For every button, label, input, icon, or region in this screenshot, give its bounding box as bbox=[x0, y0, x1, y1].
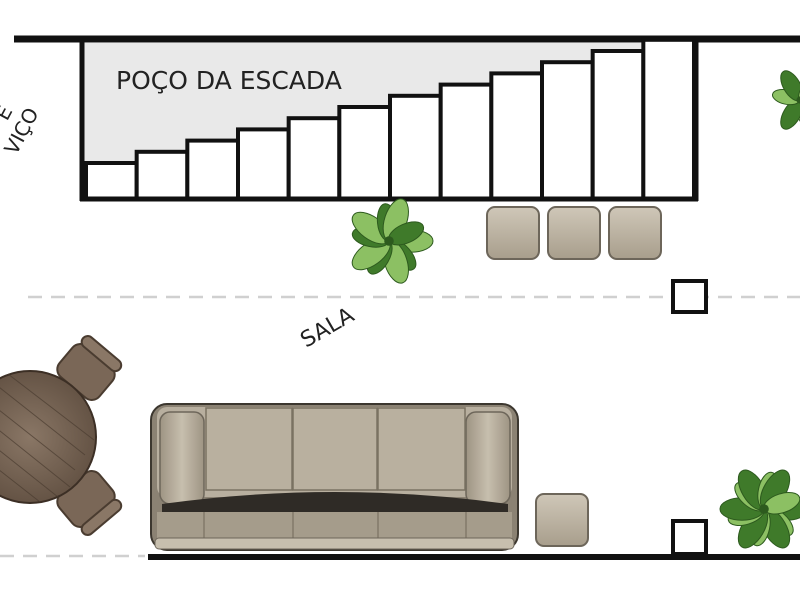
sofa-seat-front bbox=[157, 512, 512, 538]
plant-center bbox=[384, 236, 394, 246]
plant-center bbox=[796, 96, 800, 104]
pillar-bottom bbox=[671, 519, 708, 556]
sofa-left-arm bbox=[159, 411, 205, 505]
stair-step bbox=[590, 49, 646, 201]
stair-step bbox=[185, 138, 240, 202]
plant-top-center bbox=[351, 198, 434, 284]
stair-step bbox=[438, 82, 494, 201]
plant-center bbox=[759, 504, 769, 514]
ottomans-top bbox=[486, 206, 662, 260]
sofa-cushion bbox=[292, 407, 378, 491]
plant-leaf bbox=[780, 98, 800, 130]
sofa bbox=[150, 403, 519, 551]
sofa-cushion bbox=[205, 407, 293, 491]
ottoman bbox=[486, 206, 540, 260]
plant-top-right-edge bbox=[771, 70, 800, 130]
stair-step bbox=[388, 93, 443, 201]
room-label: SALA bbox=[297, 303, 359, 353]
ottoman bbox=[608, 206, 662, 260]
stair-step bbox=[286, 116, 342, 201]
stair-step bbox=[134, 149, 190, 202]
pillar-top bbox=[671, 279, 708, 314]
stairwell-label: POÇO DA ESCADA bbox=[116, 66, 342, 95]
stair-step bbox=[84, 161, 139, 201]
sofa-cushion bbox=[377, 407, 466, 491]
stair-step bbox=[337, 105, 393, 201]
dining-table-planks bbox=[0, 373, 95, 503]
stairwell: POÇO DA ESCADA bbox=[79, 37, 699, 202]
stair-steps bbox=[84, 37, 696, 202]
sofa-seat-edge bbox=[162, 492, 508, 514]
left-room-label: E VIÇO bbox=[0, 102, 44, 159]
dining-set bbox=[0, 335, 123, 536]
sofa-right-arm bbox=[465, 411, 511, 505]
stair-step bbox=[540, 60, 595, 202]
ottoman-bottom bbox=[535, 493, 589, 547]
stair-step bbox=[489, 71, 545, 201]
stair-step bbox=[236, 127, 291, 201]
sofa-front-rail bbox=[154, 537, 515, 550]
stair-step bbox=[641, 37, 696, 201]
plant-leaf bbox=[780, 70, 800, 102]
ottoman bbox=[547, 206, 601, 260]
plant-bottom-right bbox=[719, 469, 800, 549]
